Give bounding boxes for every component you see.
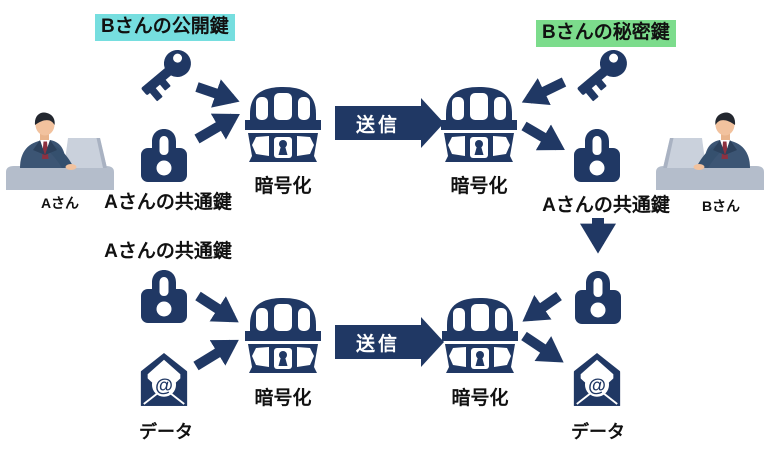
treasure-chest-icon	[243, 84, 323, 162]
arrow-chest-to-lock	[521, 121, 565, 151]
key-icon	[572, 42, 636, 106]
arrow-key-to-chest	[195, 79, 240, 108]
encrypt-label: 暗号化	[254, 388, 312, 409]
treasure-chest-icon	[439, 84, 519, 162]
common-key-label: Aさんの共通鍵	[104, 192, 232, 213]
arrow-chest-to-envelope	[521, 331, 564, 363]
arrow-envelope-to-chest	[193, 339, 239, 371]
send-label: 送信	[335, 325, 421, 359]
send-arrow: 送信	[335, 317, 444, 367]
padlock-icon	[141, 124, 187, 182]
email-envelope-icon	[139, 350, 189, 408]
encrypt-label: 暗号化	[254, 176, 312, 197]
person-at-laptop-icon	[654, 112, 766, 190]
common-key-label: Aさんの共通鍵	[542, 195, 670, 216]
send-arrow: 送信	[335, 98, 444, 148]
arrow-lock-to-chest	[194, 113, 240, 144]
send-label: 送信	[335, 106, 421, 140]
key-icon	[136, 42, 200, 106]
encrypt-label: 暗号化	[450, 176, 508, 197]
padlock-icon	[575, 266, 621, 324]
arrow-head	[421, 98, 444, 148]
arrow-lock-to-chest	[522, 291, 562, 322]
arrow-lock-to-chest	[195, 291, 239, 323]
treasure-chest-icon	[243, 295, 323, 373]
person-a-label: Aさん	[40, 195, 80, 211]
data-label: データ	[139, 422, 193, 442]
padlock-icon	[141, 265, 187, 323]
email-envelope-icon	[572, 350, 622, 408]
person-at-laptop-icon	[4, 112, 116, 190]
common-key-label: Aさんの共通鍵	[104, 241, 232, 262]
encrypt-label: 暗号化	[451, 388, 509, 409]
treasure-chest-icon	[440, 295, 520, 373]
arrow-key-to-chest	[521, 77, 567, 106]
private-key-label: Bさんの秘密鍵	[536, 20, 676, 47]
public-key-label: Bさんの公開鍵	[95, 14, 235, 41]
arrow-head	[421, 317, 444, 367]
padlock-icon	[574, 124, 620, 182]
person-b-label: Bさん	[701, 198, 741, 214]
data-label: データ	[571, 422, 625, 442]
